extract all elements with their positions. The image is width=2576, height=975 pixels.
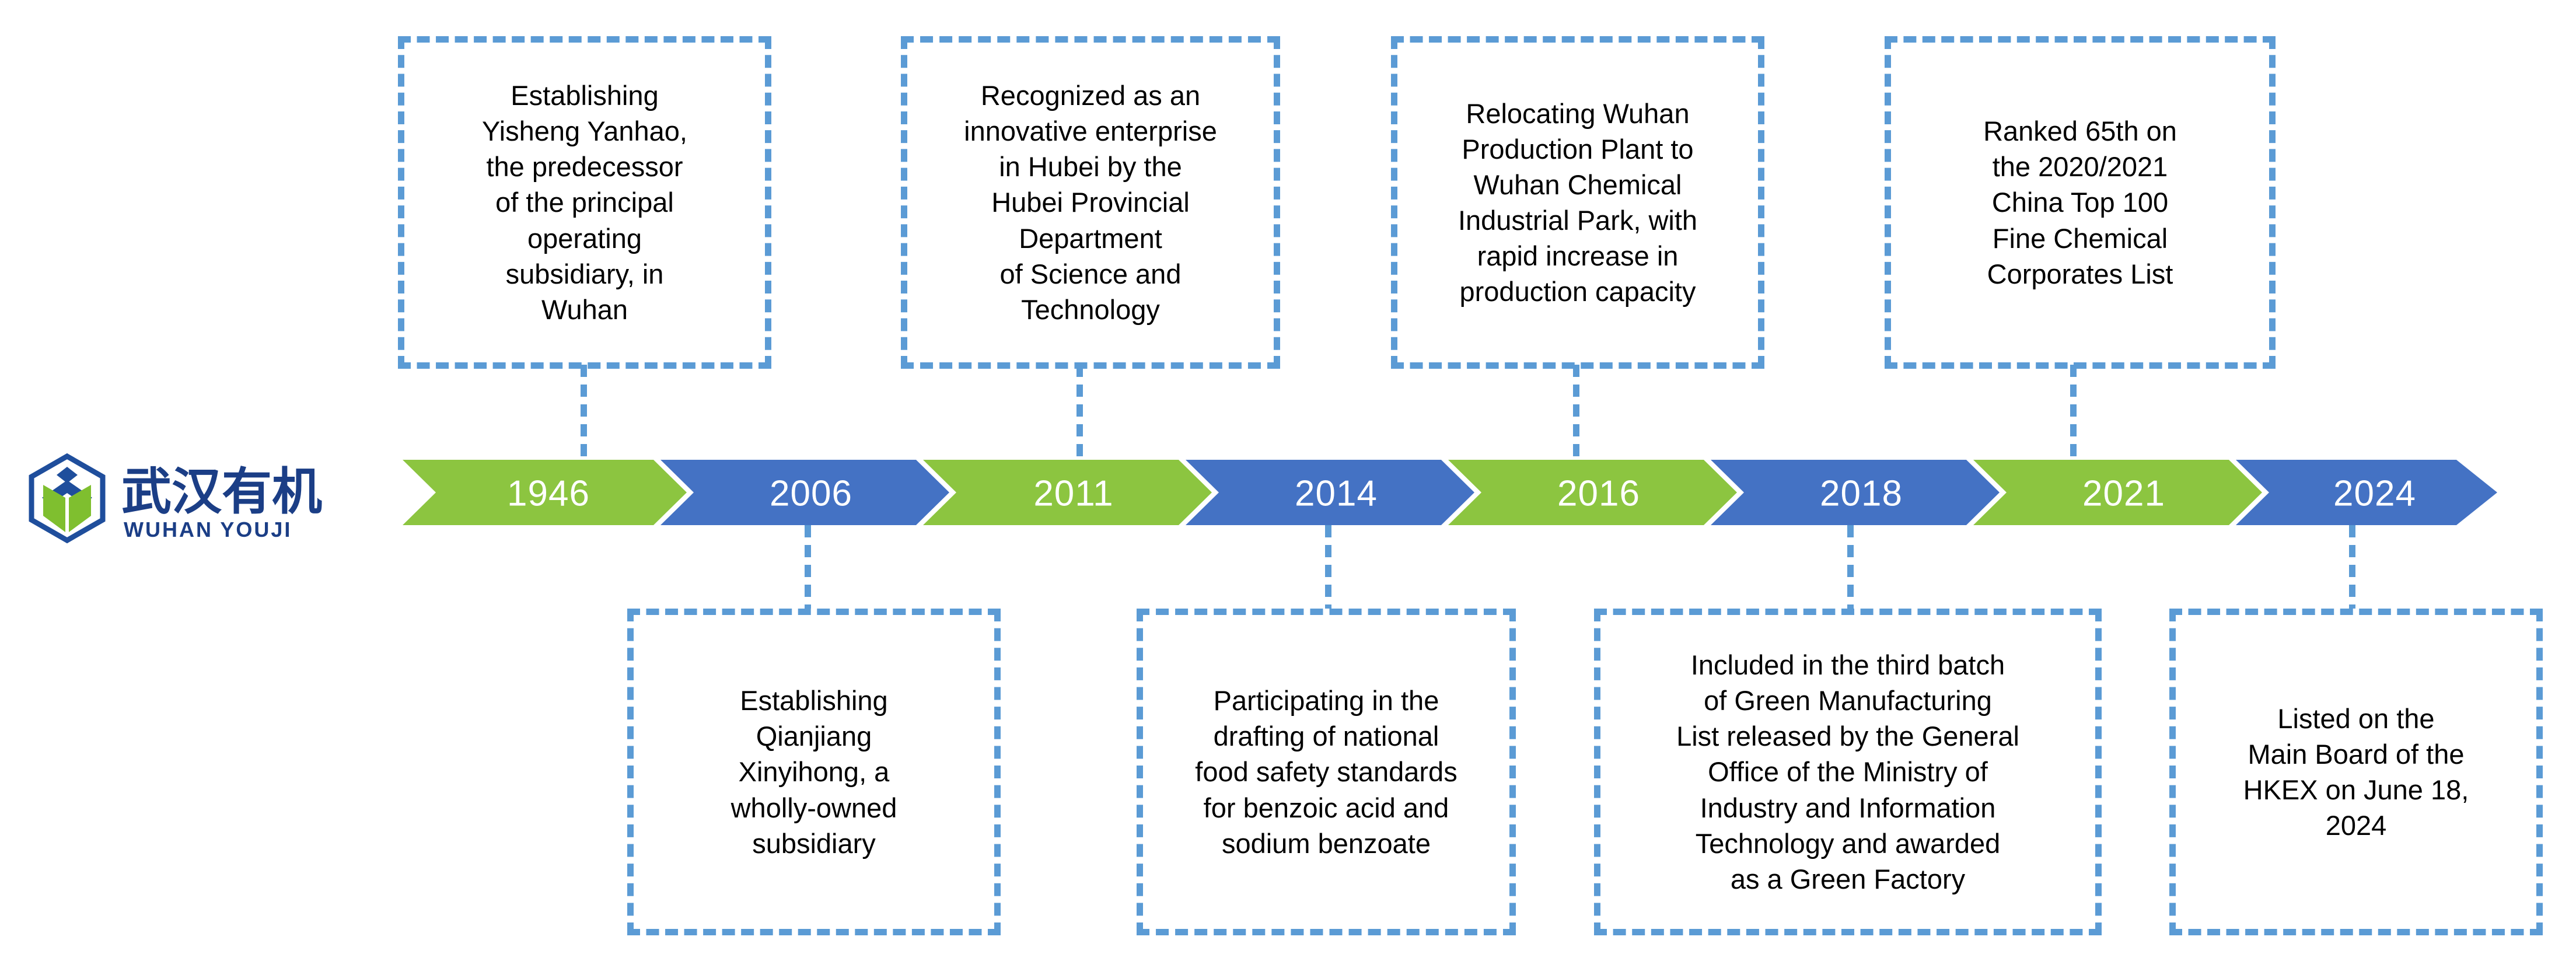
callout-2021[interactable]: Ranked 65th on the 2020/2021 China Top 1…	[1885, 36, 2276, 369]
timeline-segment-2021[interactable]: 2021	[1973, 460, 2262, 525]
connector-2011	[1076, 365, 1083, 463]
timeline-year-label: 2016	[1557, 474, 1640, 514]
timeline-segment-2011[interactable]: 2011	[923, 460, 1212, 525]
callout-text: Recognized as an innovative enterprise i…	[964, 80, 1217, 325]
callout-text: Establishing Yisheng Yanhao, the predece…	[482, 80, 687, 325]
callout-2018[interactable]: Included in the third batch of Green Man…	[1594, 609, 2102, 935]
logo-pinyin: WUHAN YOUJI	[124, 518, 292, 541]
connector-2024	[2349, 525, 2355, 611]
timeline-segment-2024[interactable]: 2024	[2236, 460, 2497, 525]
callout-2006[interactable]: Establishing Qianjiang Xinyihong, a whol…	[627, 609, 1001, 935]
connector-1946	[581, 365, 587, 463]
callout-text: Ranked 65th on the 2020/2021 China Top 1…	[1983, 116, 2177, 289]
timeline-segment-2014[interactable]: 2014	[1186, 460, 1474, 525]
timeline-segment-2018[interactable]: 2018	[1711, 460, 2000, 525]
company-logo: 武汉有机 WUHAN YOUJI	[23, 443, 385, 554]
callout-2016[interactable]: Relocating Wuhan Production Plant to Wuh…	[1391, 36, 1764, 369]
callout-1946[interactable]: Establishing Yisheng Yanhao, the predece…	[398, 36, 771, 369]
callout-text: Establishing Qianjiang Xinyihong, a whol…	[730, 685, 897, 859]
callout-text: Relocating Wuhan Production Plant to Wuh…	[1457, 97, 1698, 307]
callout-2024[interactable]: Listed on the Main Board of the HKEX on …	[2169, 609, 2543, 935]
timeline-year-label: 2014	[1295, 474, 1378, 514]
callout-2011[interactable]: Recognized as an innovative enterprise i…	[901, 36, 1280, 369]
connector-2021	[2070, 365, 2077, 463]
callout-2014[interactable]: Participating in the drafting of nationa…	[1137, 609, 1516, 935]
timeline-year-label: 1946	[507, 474, 590, 514]
timeline-year-label: 2024	[2333, 474, 2416, 514]
timeline-year-label: 2021	[2082, 474, 2165, 514]
callout-text: Included in the third batch of Green Man…	[1676, 649, 2019, 894]
logo-leaf-icon	[43, 485, 91, 532]
timeline-year-label: 2006	[770, 474, 852, 514]
callout-text: Participating in the drafting of nationa…	[1195, 685, 1457, 859]
timeline-segment-2016[interactable]: 2016	[1448, 460, 1737, 525]
callout-text: Listed on the Main Board of the HKEX on …	[2243, 703, 2469, 841]
timeline-year-label: 2018	[1820, 474, 1903, 514]
connector-2006	[805, 525, 811, 611]
timeline-year-label: 2011	[1033, 474, 1113, 514]
logo-chinese-name: 武汉有机	[121, 463, 322, 521]
connector-2018	[1847, 525, 1854, 611]
connector-2014	[1325, 525, 1331, 611]
timeline-segment-2006[interactable]: 2006	[660, 460, 949, 525]
connector-2016	[1573, 365, 1579, 463]
timeline-arrow-bar: 1946 2006 2011 2014 2016	[403, 460, 2497, 525]
logo-hexagon-icon	[29, 453, 106, 544]
timeline-segment-1946[interactable]: 1946	[403, 460, 687, 525]
